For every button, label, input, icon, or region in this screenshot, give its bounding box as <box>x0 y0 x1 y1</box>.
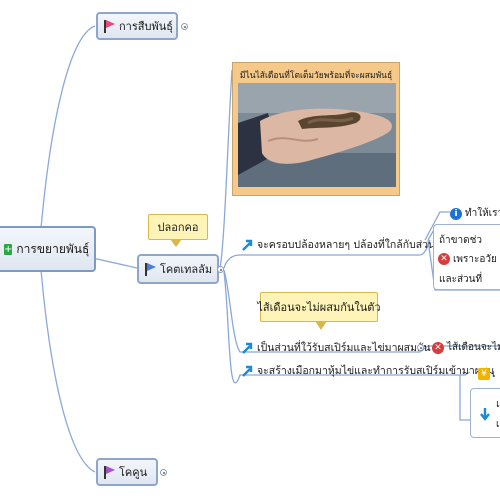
central-title: การขยายพันธุ์ <box>16 241 90 256</box>
subtopic-3[interactable]: จะสร้างเมือกมาหุ้มไข่และทำการรับสเปิร์มเ… <box>241 362 494 379</box>
callout-text: ไส้เดือนจะไม่ผสมกันในตัว <box>257 301 381 314</box>
subtopic-1[interactable]: จะครอบปล้องหลายๆ ปล้องที่ใกล้กับส่วนหัว <box>241 236 448 253</box>
flag-icon <box>104 19 115 33</box>
branch-label: โคตเทลลัม <box>160 263 213 276</box>
central-topic[interactable]: + การขยายพันธุ์ <box>0 226 96 272</box>
arrow-up-right-icon <box>242 365 253 377</box>
plus-square-icon: + <box>4 243 13 255</box>
callout-text: ปลอกคอ <box>157 221 199 234</box>
detail-line: และส่วนที่ <box>439 274 483 285</box>
collapse-toggle-middle[interactable] <box>217 266 224 273</box>
subtopic-2[interactable]: เป็นส่วนที่ใว้รับสเปิร์มและไข่มาผสมกัน <box>241 339 431 356</box>
image-card[interactable]: มีไนไส้เดือนที่โตเต็มวัยพร้อมที่จะผสมพัน… <box>232 62 400 196</box>
arrow-down-icon <box>480 408 490 421</box>
detail-line: เ <box>496 419 500 430</box>
flag-icon <box>145 262 156 276</box>
arrow-up-right-icon <box>242 342 253 354</box>
close-circle-icon: ✕ <box>438 251 454 265</box>
detail-line: เพราะอวัย <box>453 254 497 265</box>
detail-box-3[interactable]: แ เ <box>470 388 500 438</box>
arrow-up-right-icon <box>242 239 253 251</box>
detail-line: แ <box>496 399 500 410</box>
subtopic-label: จะสร้างเมือกมาหุ้มไข่และทำการรับสเปิร์มเ… <box>257 365 495 377</box>
detail-box-1[interactable]: ถ้าขาดช่ว ✕ เพราะอวัย และส่วนที่ <box>433 224 500 290</box>
info-text: ทำให้เรารู้ <box>465 208 500 219</box>
info-icon: i <box>450 206 466 220</box>
callout-no-self-fertilize: ไส้เดือนจะไม่ผสมกันในตัว <box>257 292 381 322</box>
flag-icon <box>104 465 115 479</box>
branch-topic-reproduction[interactable]: การสืบพันธุ์ <box>96 12 178 40</box>
collapse-toggle-bottom[interactable] <box>160 469 167 476</box>
callout-collar: ปลอกคอ <box>148 214 208 240</box>
detail-line: ถ้าขาดช่ว <box>439 235 483 246</box>
branch-topic-cocoon[interactable]: โคคูน <box>96 458 158 486</box>
branch-label: โคคูน <box>119 466 148 479</box>
image-caption: มีไนไส้เดือนที่โตเต็มวัยพร้อมที่จะผสมพัน… <box>239 71 393 81</box>
collapse-toggle-sub2[interactable] <box>417 344 424 351</box>
subtopic-label: เป็นส่วนที่ใว้รับสเปิร์มและไข่มาผสมกัน <box>257 342 431 354</box>
earthworm-hand-photo <box>238 83 396 187</box>
money-text: เ <box>492 369 496 380</box>
sperm-note-text: ไส้เดือนจะไม่ผส <box>447 342 500 353</box>
money-icon: ¥ <box>478 368 490 380</box>
subtopic-label: จะครอบปล้องหลายๆ ปล้องที่ใกล้กับส่วนหัว <box>257 239 449 251</box>
collapse-toggle-top[interactable] <box>181 23 188 30</box>
callout-pointer <box>315 321 327 330</box>
callout-pointer <box>170 239 182 247</box>
branch-label: การสืบพันธุ์ <box>119 20 173 33</box>
close-circle-icon: ✕ <box>432 340 448 354</box>
branch-topic-clitellum[interactable]: โคตเทลลัม <box>137 254 219 284</box>
